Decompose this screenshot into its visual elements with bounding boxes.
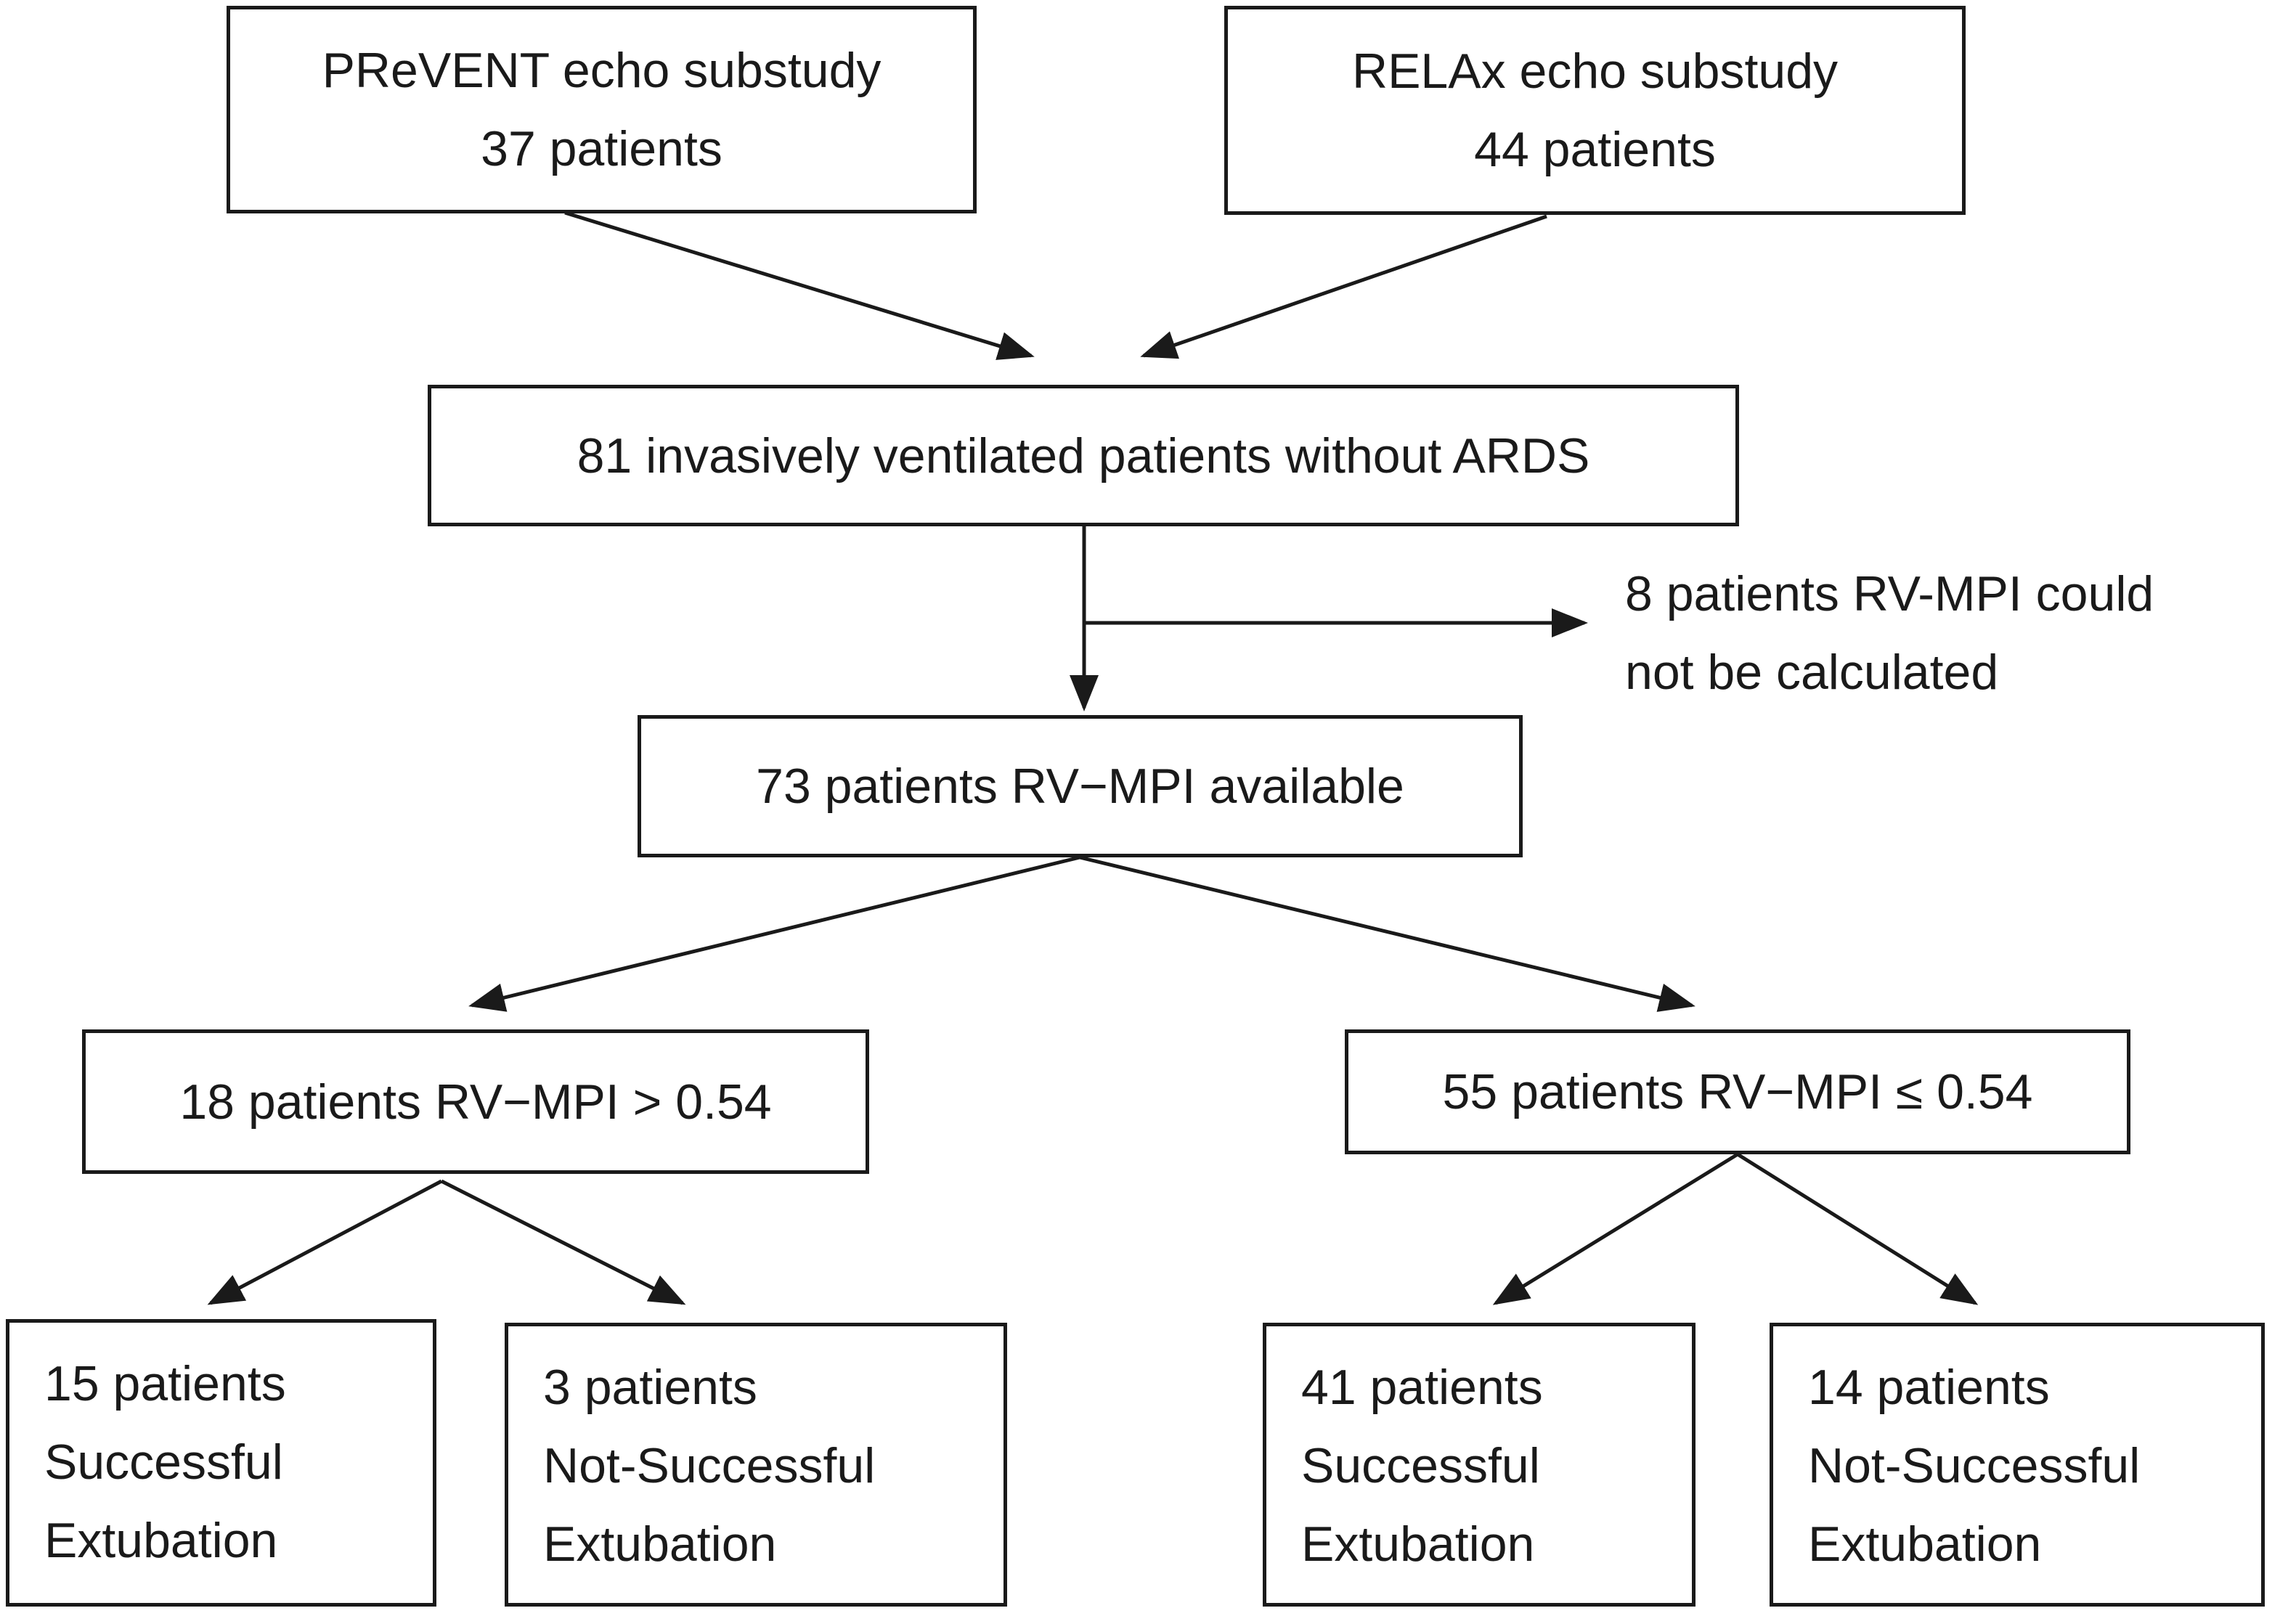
- arrow-high-to-success: [207, 1179, 443, 1305]
- low-mpi-successful-label: Successful: [1301, 1438, 1540, 1493]
- low-mpi-successful-count: 41 patients: [1301, 1360, 1543, 1415]
- arrow-available-to-high: [468, 855, 1080, 1012]
- exclusion-note-line2: not be calculated: [1625, 645, 1999, 700]
- exclusion-note-line1: 8 patients RV-MPI could: [1625, 566, 2154, 621]
- arrow-available-to-low: [1079, 855, 1695, 1012]
- high-rv-mpi-text: 18 patients RV−MPI > 0.54: [179, 1074, 772, 1130]
- low-mpi-not-successful-extubation-box: 14 patients Not-Successful Extubation: [1770, 1323, 2265, 1607]
- high-mpi-successful-extubation: Extubation: [44, 1513, 278, 1568]
- low-mpi-successful-extubation-box: 41 patients Successful Extubation: [1263, 1323, 1695, 1607]
- prevent-substudy-count: 37 patients: [481, 121, 722, 176]
- relax-substudy-box: RELAx echo substudy 44 patients: [1224, 6, 1966, 215]
- high-mpi-successful-label: Successful: [44, 1435, 283, 1490]
- combined-cohort-box: 81 invasively ventilated patients withou…: [428, 385, 1739, 526]
- low-mpi-successful-extubation: Extubation: [1301, 1517, 1535, 1572]
- high-rv-mpi-box: 18 patients RV−MPI > 0.54: [82, 1029, 869, 1174]
- arrow-prevent-to-combined: [564, 211, 1035, 360]
- arrow-high-to-fail: [440, 1179, 686, 1305]
- high-mpi-successful-extubation-box: 15 patients Successful Extubation: [6, 1319, 436, 1607]
- relax-substudy-count: 44 patients: [1474, 122, 1716, 177]
- rv-mpi-available-box: 73 patients RV−MPI available: [638, 715, 1523, 857]
- low-mpi-not-successful-label: Not-Successful: [1808, 1438, 2141, 1493]
- low-rv-mpi-text: 55 patients RV−MPI ≤ 0.54: [1442, 1064, 2033, 1119]
- arrow-low-to-success: [1492, 1152, 1739, 1305]
- arrow-relax-to-combined: [1140, 214, 1547, 359]
- high-mpi-not-successful-extubation-box: 3 patients Not-Successful Extubation: [505, 1323, 1007, 1607]
- combined-cohort-text: 81 invasively ventilated patients withou…: [577, 428, 1590, 483]
- low-rv-mpi-box: 55 patients RV−MPI ≤ 0.54: [1345, 1029, 2130, 1154]
- low-mpi-not-successful-extubation: Extubation: [1808, 1517, 2042, 1572]
- relax-substudy-title: RELAx echo substudy: [1351, 44, 1839, 99]
- exclusion-note: 8 patients RV-MPI could not be calculate…: [1625, 555, 2154, 711]
- low-mpi-not-successful-count: 14 patients: [1808, 1360, 2050, 1415]
- high-mpi-not-successful-label: Not-Successful: [543, 1438, 876, 1493]
- prevent-substudy-title: PReVENT echo substudy: [322, 43, 882, 98]
- rv-mpi-available-text: 73 patients RV−MPI available: [756, 759, 1404, 814]
- high-mpi-successful-count: 15 patients: [44, 1356, 286, 1411]
- arrow-low-to-fail: [1736, 1152, 1979, 1305]
- high-mpi-not-successful-count: 3 patients: [543, 1360, 757, 1415]
- prevent-substudy-box: PReVENT echo substudy 37 patients: [227, 6, 977, 213]
- high-mpi-not-successful-extubation: Extubation: [543, 1517, 777, 1572]
